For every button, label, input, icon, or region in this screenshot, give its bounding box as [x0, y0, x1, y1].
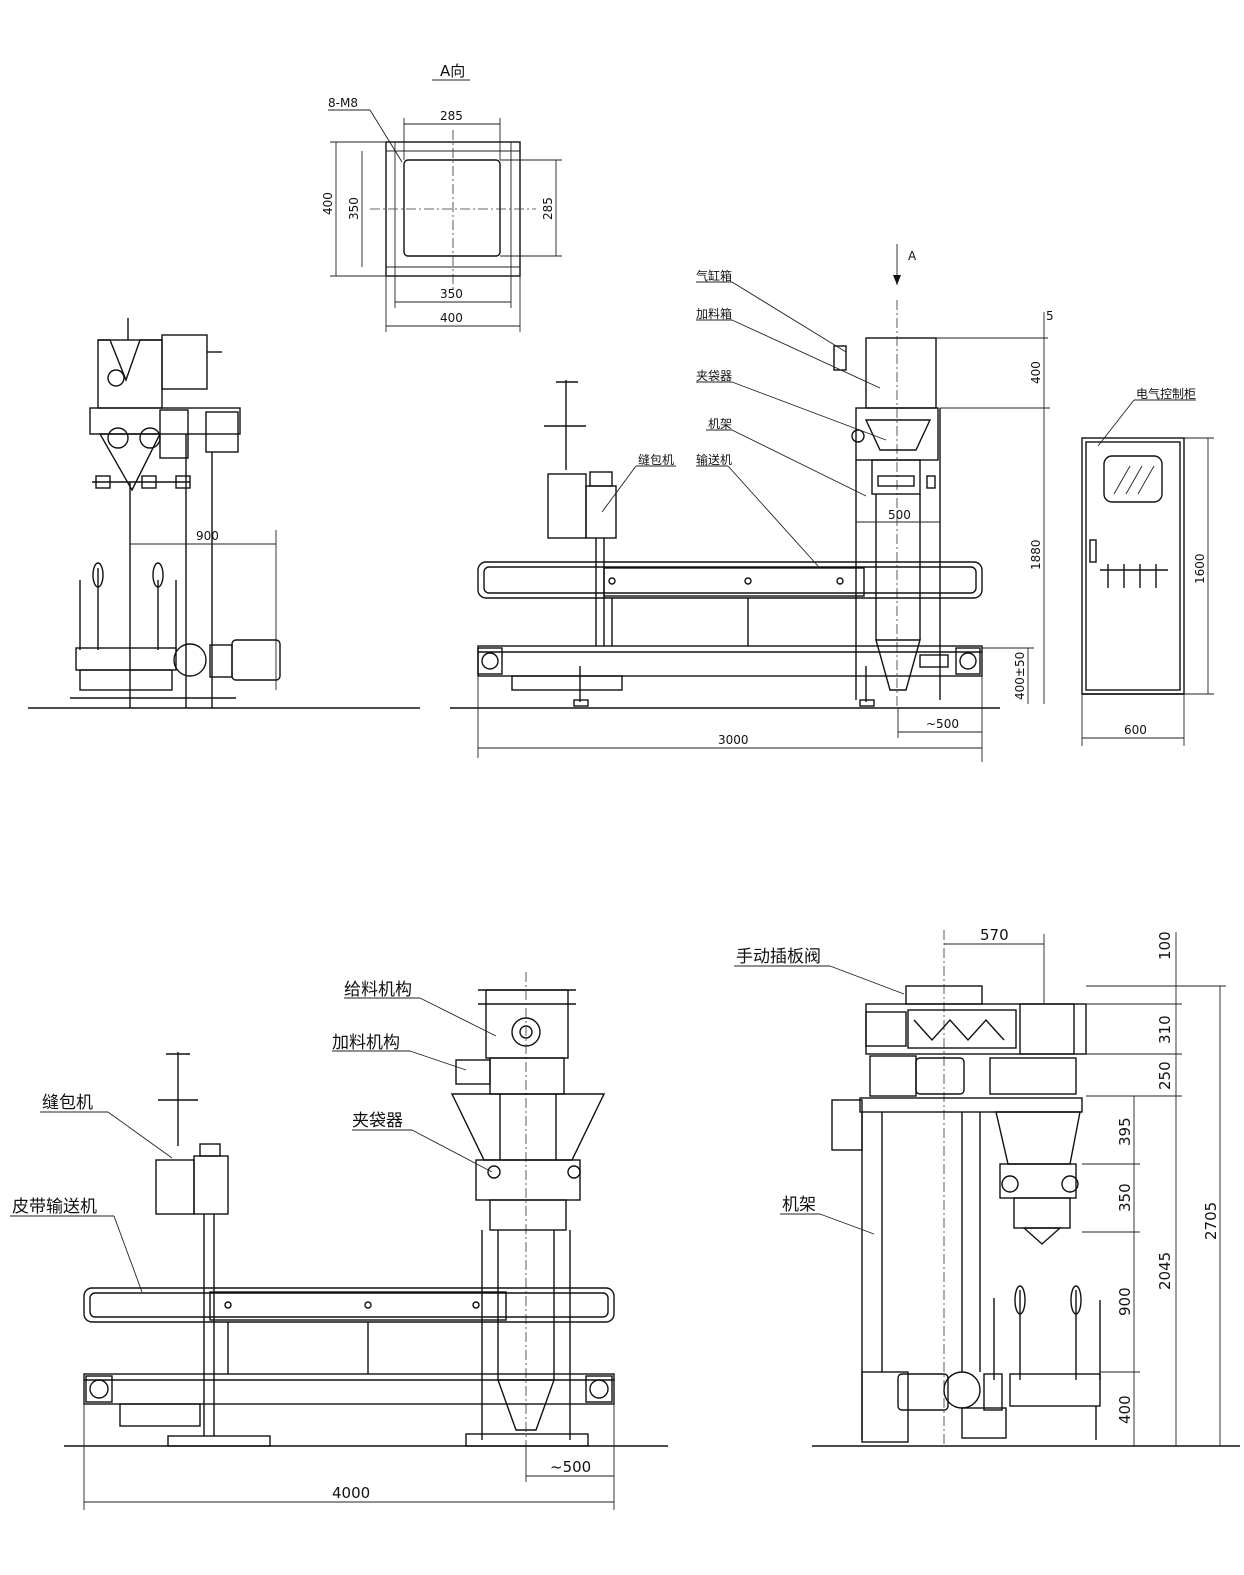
dim-395: 395: [1116, 1117, 1134, 1146]
view-a-title: A向: [440, 62, 465, 80]
dim-100: 100: [1156, 931, 1174, 960]
dim-310: 310: [1156, 1015, 1174, 1044]
dim-250: 250: [1156, 1061, 1174, 1090]
label-conveyor-1: 输送机: [696, 452, 732, 467]
dim-285-right: 285: [541, 197, 555, 220]
dim-350-left: 350: [347, 197, 361, 220]
label-sewing-1: 缝包机: [638, 452, 674, 467]
dim-400-bottom: 400: [440, 311, 463, 325]
front-view-1: A: [450, 244, 1054, 762]
label-frame-2: 机架: [782, 1195, 816, 1215]
label-cabinet: 电气控制柜: [1136, 386, 1196, 401]
label-belt-conveyor: 皮带输送机: [12, 1197, 97, 1217]
label-feed-mech: 加料机构: [332, 1033, 400, 1053]
dim-500-clamp: 500: [888, 508, 911, 522]
dim-500-approx-2: ~500: [550, 1458, 591, 1476]
dim-600: 600: [1124, 723, 1147, 737]
label-feeder: 给料机构: [344, 980, 412, 1000]
dim-570: 570: [980, 926, 1009, 944]
dim-350-side: 350: [1116, 1183, 1134, 1212]
dim-2705: 2705: [1202, 1202, 1220, 1240]
label-frame-1: 机架: [708, 417, 732, 431]
side-view-2: 手动插板阀 机架 570 100 310 250 395 350 900 400…: [734, 926, 1240, 1447]
bolt-label: 8-M8: [328, 96, 358, 110]
arrow-a-label: A: [908, 249, 917, 263]
dim-285-top: 285: [440, 109, 463, 123]
side-view-machine: 900: [28, 318, 420, 709]
dim-2045: 2045: [1156, 1252, 1174, 1290]
label-sewing-2: 缝包机: [42, 1093, 93, 1113]
dim-1600: 1600: [1193, 553, 1207, 584]
dim-1880: 1880: [1029, 539, 1043, 570]
label-feed-box: 加料箱: [696, 306, 732, 321]
dim-900-side: 900: [196, 529, 219, 543]
dim-4000: 4000: [332, 1484, 370, 1502]
label-clamp-2: 夹袋器: [352, 1111, 403, 1131]
dim-400-pm-50: 400±50: [1013, 652, 1027, 700]
dim-400-left: 400: [321, 192, 335, 215]
dim-3000: 3000: [718, 733, 749, 747]
dim-350-bottom: 350: [440, 287, 463, 301]
dim-900-side2: 900: [1116, 1287, 1134, 1316]
view-a-flange: A向 8-M8 285 400 350 285 350: [321, 62, 562, 332]
front-view-2: 给料机构 加料机构 夹袋器 缝包机 皮带输送机 ~500 4000: [10, 972, 668, 1510]
label-cylinder-box: 气缸箱: [696, 268, 732, 283]
label-manual-valve: 手动插板阀: [736, 947, 821, 967]
label-bag-clamp: 夹袋器: [696, 369, 732, 383]
dim-400-top: 400: [1029, 361, 1043, 384]
dim-5: 5: [1046, 309, 1054, 323]
electric-cabinet: 电气控制柜 1600 600: [1081, 386, 1214, 746]
dim-500-approx-1: ~500: [926, 717, 959, 731]
dim-400-side2: 400: [1116, 1395, 1134, 1424]
